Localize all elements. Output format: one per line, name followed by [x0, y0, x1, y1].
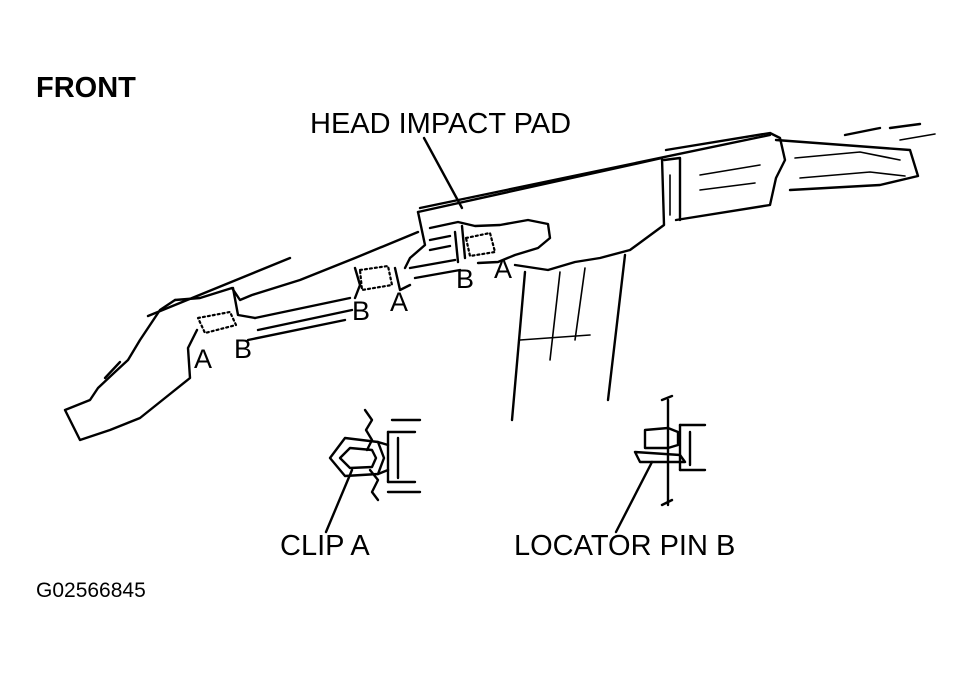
rear-roof-rail — [662, 122, 936, 222]
head-impact-pad-leader — [422, 136, 464, 210]
marker-a-1: A — [194, 344, 213, 374]
marker-b-2: B — [352, 296, 371, 326]
locator-pin-b-label: LOCATOR PIN B — [514, 530, 736, 562]
head-impact-pad — [403, 156, 666, 280]
clip-a-detail — [324, 408, 422, 534]
clip-a-label: CLIP A — [280, 530, 370, 562]
marker-a-3: A — [494, 254, 513, 284]
marker-a-2: A — [390, 287, 409, 317]
marker-b-3: B — [456, 264, 475, 294]
head-impact-pad-label: HEAD IMPACT PAD — [310, 108, 572, 140]
marker-b-1: B — [234, 334, 253, 364]
locator-pin-b-detail — [614, 394, 707, 534]
b-pillar — [510, 253, 627, 422]
mount-locations — [196, 231, 497, 335]
roof-line-long — [418, 133, 772, 210]
roof-line-upper — [146, 256, 292, 318]
front-label: FRONT — [36, 72, 136, 104]
figure-id: G02566845 — [36, 579, 146, 602]
front-headliner — [63, 230, 420, 442]
